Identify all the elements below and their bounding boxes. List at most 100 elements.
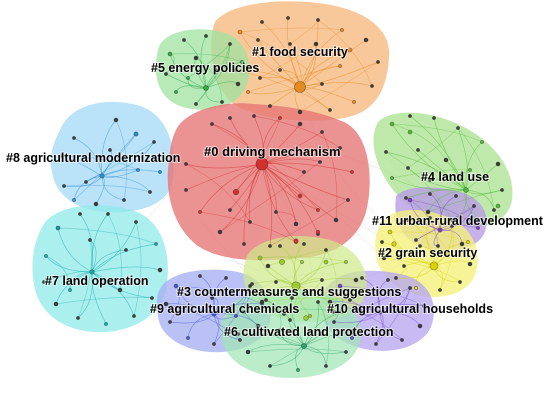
term-node-c10	[417, 323, 423, 329]
term-node-c6	[320, 332, 324, 336]
hub-node-c3	[291, 281, 301, 291]
link-c4	[385, 151, 453, 221]
link-c7	[91, 266, 161, 273]
term-node-c5	[164, 72, 168, 76]
term-node-c3	[257, 255, 263, 261]
term-node-c8	[108, 148, 112, 152]
term-node-c7	[154, 242, 158, 246]
link-c0	[253, 115, 341, 149]
link-c9	[199, 275, 215, 315]
link-c5	[205, 61, 243, 89]
term-node-c10	[396, 308, 400, 312]
term-node-c1	[320, 82, 324, 86]
term-node-c1	[256, 38, 260, 42]
term-node-c1	[288, 42, 292, 46]
term-node-c9	[186, 336, 190, 340]
term-node-c6	[245, 349, 251, 355]
cluster-hull-food-security	[211, 1, 390, 121]
term-node-c9	[234, 314, 238, 318]
link-c6	[303, 301, 319, 347]
term-node-c4	[408, 114, 412, 118]
term-node-c4	[406, 166, 410, 170]
term-node-c8	[62, 184, 66, 188]
term-node-c9	[224, 276, 228, 280]
term-node-c1	[313, 41, 319, 47]
cluster-label-cultivated-land-protection: #6 cultivated land protection	[224, 325, 393, 339]
term-node-c2	[450, 224, 454, 228]
term-node-c7	[44, 254, 48, 258]
term-node-c10	[327, 299, 333, 305]
term-node-c2	[428, 216, 432, 220]
link-c4	[391, 123, 483, 143]
link-c0	[219, 163, 263, 233]
term-node-c7	[106, 212, 110, 216]
cluster-hull-land-operation	[32, 205, 168, 333]
term-node-c10	[350, 336, 354, 340]
hub-node-c9	[211, 311, 217, 317]
link-c8	[115, 119, 127, 201]
term-node-c4	[456, 126, 460, 130]
link-c6	[265, 299, 282, 331]
term-node-c2	[387, 229, 393, 235]
link-c7	[89, 239, 97, 273]
term-node-c0	[184, 188, 188, 192]
cluster-labels: #1 food security #5 energy policies #8 a…	[5, 44, 545, 340]
link-c8	[101, 169, 161, 177]
link-c11	[439, 229, 463, 245]
link-c8	[61, 155, 103, 177]
link-c3	[259, 257, 297, 287]
hub-node-c10	[377, 309, 383, 315]
link-c4	[407, 167, 467, 191]
link-c7	[133, 221, 142, 317]
link-c3	[267, 249, 327, 267]
term-node-c0	[228, 116, 232, 120]
term-node-c11	[472, 204, 476, 208]
link-c8	[101, 119, 117, 177]
link-c3	[259, 256, 347, 263]
link-c0	[185, 163, 251, 223]
link-c11	[439, 195, 457, 231]
link-c3	[293, 243, 305, 287]
link-c4	[465, 189, 495, 211]
term-node-c11	[459, 241, 465, 247]
link-c1	[239, 27, 343, 33]
link-c8	[101, 175, 151, 193]
link-c10	[379, 311, 421, 327]
link-c10	[361, 277, 381, 313]
term-node-c1	[376, 60, 380, 64]
cluster-label-agricultural-modernization: #8 agricultural modernization	[6, 151, 180, 165]
link-c3	[295, 278, 357, 287]
term-node-c6	[290, 296, 294, 300]
cluster-label-agricultural-chemicals: #9 agricultural chemicals	[150, 302, 299, 316]
link-c11	[409, 199, 479, 229]
term-node-c2	[380, 240, 384, 244]
term-node-c0	[210, 122, 214, 126]
link-c4	[391, 177, 467, 191]
term-node-c5	[167, 51, 173, 57]
link-c6	[279, 329, 305, 347]
link-c7	[45, 255, 71, 291]
highlight-node-c2	[391, 241, 397, 247]
term-node-c4	[425, 209, 431, 215]
term-node-c8	[113, 117, 119, 123]
term-node-c3	[332, 310, 336, 314]
term-node-c6	[268, 364, 272, 368]
term-node-c3	[278, 244, 282, 248]
term-node-c2	[414, 286, 418, 290]
term-node-c1	[237, 29, 243, 35]
link-c7	[77, 271, 93, 319]
term-node-c6	[241, 309, 247, 315]
link-c3	[259, 256, 303, 263]
term-node-c10	[337, 283, 343, 289]
link-c4	[465, 141, 483, 191]
link-c0	[261, 163, 273, 247]
term-node-c4	[432, 116, 436, 120]
link-c0	[261, 163, 349, 201]
term-node-c9	[212, 342, 216, 346]
link-c2	[407, 219, 435, 267]
term-node-c4	[428, 178, 432, 182]
link-c7	[45, 255, 93, 273]
hub-node-c7	[89, 269, 95, 275]
link-c10	[333, 285, 344, 323]
link-c7	[77, 239, 92, 319]
